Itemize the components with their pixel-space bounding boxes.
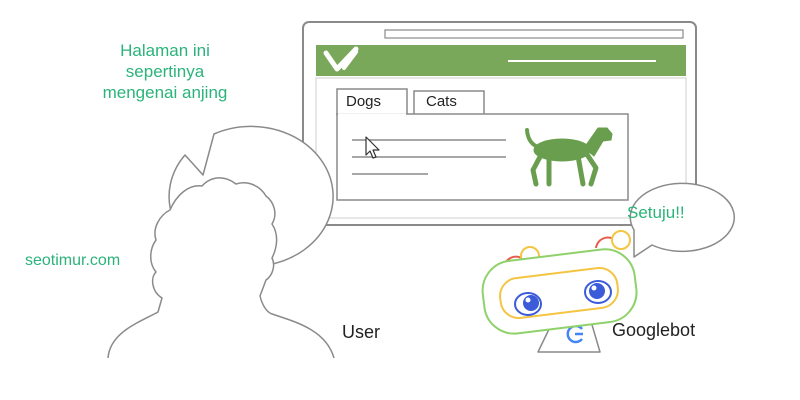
bot-bubble-text: Setuju!! <box>627 203 685 222</box>
googlebot-robot <box>481 230 638 353</box>
tab-dogs[interactable] <box>336 88 408 116</box>
tab-dogs-label: Dogs <box>346 93 382 110</box>
user-label: User <box>342 322 381 342</box>
googlebot-right-eye <box>584 280 612 304</box>
watermark-text: seotimur.com <box>25 252 121 269</box>
dog-icon <box>525 127 613 187</box>
mouse-cursor-icon <box>365 136 380 159</box>
googlebot-left-eye <box>514 292 542 316</box>
checkmark-logo-icon <box>323 46 359 72</box>
googlebot-label: Googlebot <box>612 320 696 340</box>
user-bubble-text: Halaman ini sepertinya mengenai anjing <box>102 41 228 102</box>
user-silhouette <box>107 177 335 359</box>
tab-cats[interactable] <box>413 90 485 116</box>
tab-panel <box>336 88 629 201</box>
tab-cats-label: Cats <box>426 93 457 110</box>
bot-speech-bubble <box>629 182 736 258</box>
